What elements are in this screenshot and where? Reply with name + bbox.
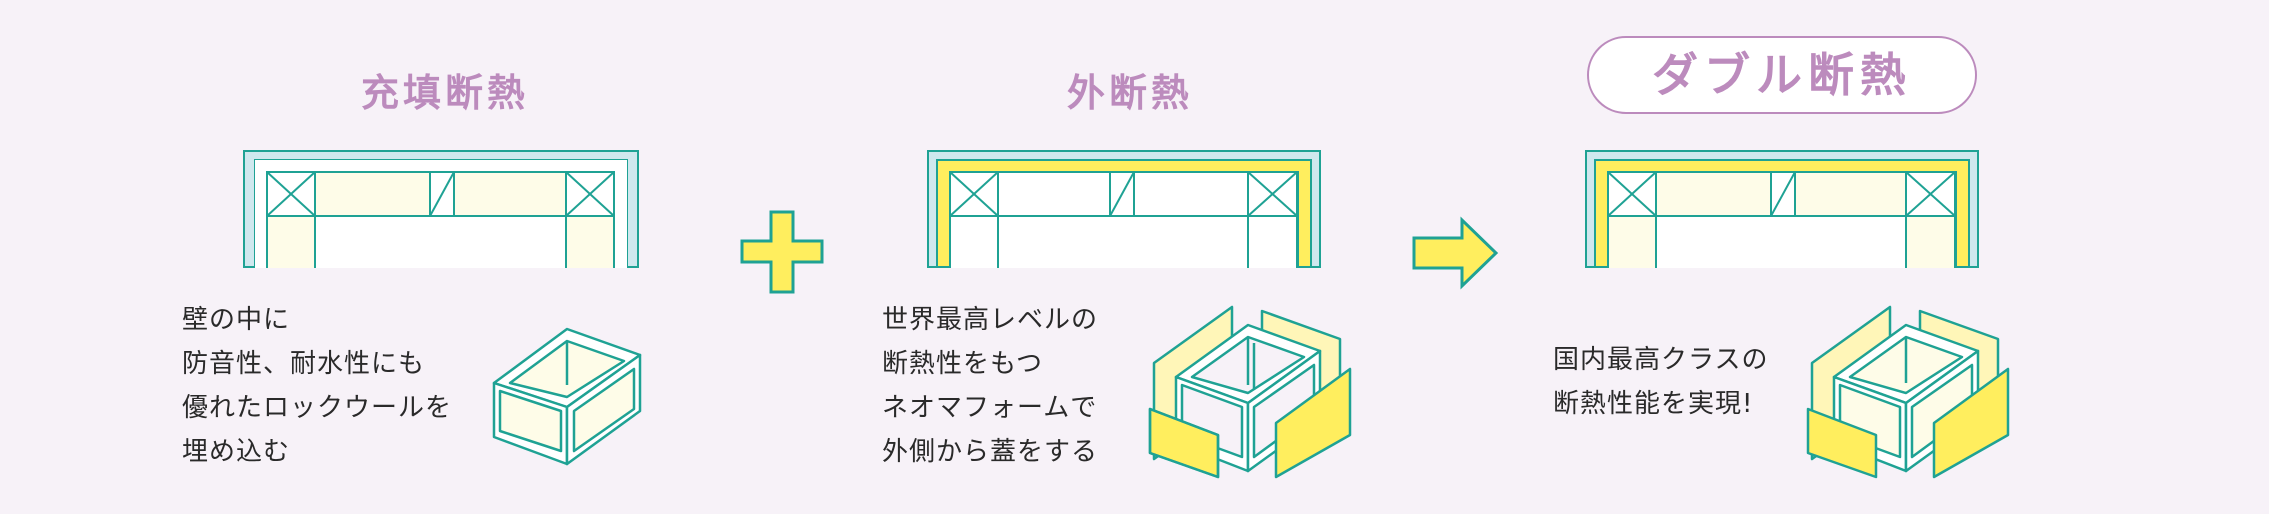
panel-description-filling: 壁の中に 防音性、耐水性にも 優れたロックウールを 埋め込む — [182, 298, 452, 474]
description-line: 埋め込む — [182, 437, 291, 467]
rockwool-box-icon — [492, 327, 642, 466]
description-line: 外側から蓋をする — [882, 437, 1099, 467]
panel-description-external: 世界最高レベルの 断熱性をもつ ネオマフォームで 外側から蓋をする — [882, 298, 1098, 474]
description-line: 防音性、耐水性にも — [182, 349, 426, 379]
panel-title-external-insulation: 外断熱 — [1066, 71, 1193, 115]
panel-description-double: 国内最高クラスの 断熱性能を実現! — [1553, 338, 1768, 426]
panel-title-double-insulation: ダブル断熱 — [1587, 36, 1977, 114]
double-insulation-box-icon — [1806, 305, 2010, 479]
panel-title-filling-insulation: 充填断熱 — [360, 71, 529, 115]
plus-icon — [740, 210, 824, 294]
description-line: ネオマフォームで — [882, 393, 1098, 423]
wall-section-diagram-double — [1585, 150, 1979, 268]
description-line: 壁の中に — [182, 305, 291, 335]
description-line: 国内最高クラスの — [1553, 345, 1769, 375]
description-line: 断熱性能を実現! — [1553, 389, 1754, 419]
description-line: 断熱性をもつ — [882, 349, 1043, 379]
description-line: 優れたロックウールを — [182, 393, 453, 423]
description-line: 世界最高レベルの — [882, 305, 1099, 335]
double-insulation-label: ダブル断熱 — [1652, 48, 1912, 102]
wall-section-diagram-filling — [243, 150, 639, 268]
arrow-right-icon — [1412, 216, 1499, 290]
neomafoam-frame-icon — [1148, 305, 1352, 479]
wall-section-diagram-external — [927, 150, 1321, 268]
